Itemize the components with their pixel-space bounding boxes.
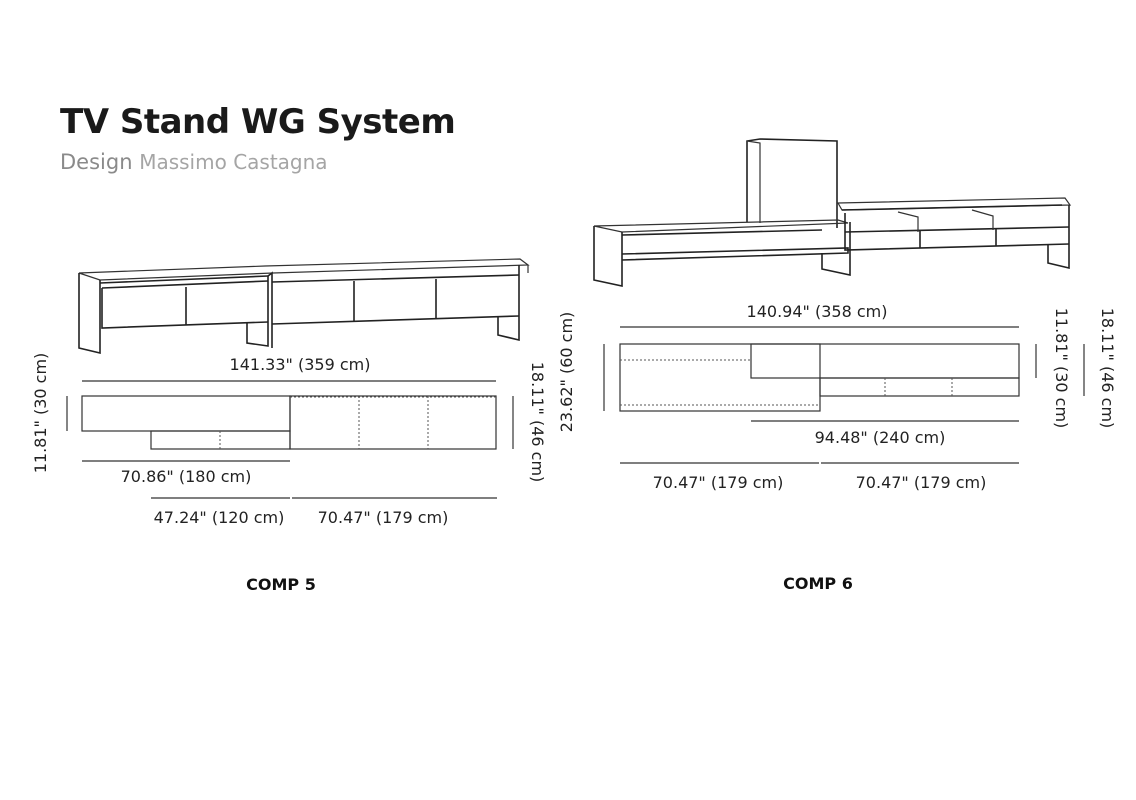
comp6-left-depth: 23.62" (60 cm): [557, 312, 576, 433]
comp6-bottom-left-width: 70.47" (179 cm): [653, 473, 784, 492]
comp5-total-width: 141.33" (359 cm): [230, 355, 371, 374]
comp5-left-width: 70.86" (180 cm): [121, 467, 252, 486]
comp5-label: COMP 5: [246, 575, 316, 594]
comp6-total-width: 140.94" (358 cm): [747, 302, 888, 321]
comp6-perspective-drawing: [593, 138, 1072, 287]
comp5-right-depth: 18.11" (46 cm): [528, 362, 547, 483]
comp6-upper-width: 94.48" (240 cm): [815, 428, 946, 447]
comp5-left-depth: 11.81" (30 cm): [31, 353, 50, 474]
comp6-plan-drawing: [603, 326, 1085, 464]
comp6-right-depth-30: 11.81" (30 cm): [1052, 308, 1071, 429]
page-title: TV Stand WG System: [60, 102, 456, 142]
design-label: Design: [60, 150, 133, 174]
comp6-right-depth-46: 18.11" (46 cm): [1098, 308, 1117, 429]
comp5-plan-drawing: [66, 380, 514, 499]
comp5-bottom-right-width: 70.47" (179 cm): [318, 508, 449, 527]
designer-name: Massimo Castagna: [139, 150, 328, 174]
comp5-perspective-drawing: [78, 258, 530, 355]
comp6-label: COMP 6: [783, 574, 853, 593]
designer-credit: Design Massimo Castagna: [60, 150, 328, 174]
comp5-bottom-left-width: 47.24" (120 cm): [154, 508, 285, 527]
comp6-bottom-right-width: 70.47" (179 cm): [856, 473, 987, 492]
